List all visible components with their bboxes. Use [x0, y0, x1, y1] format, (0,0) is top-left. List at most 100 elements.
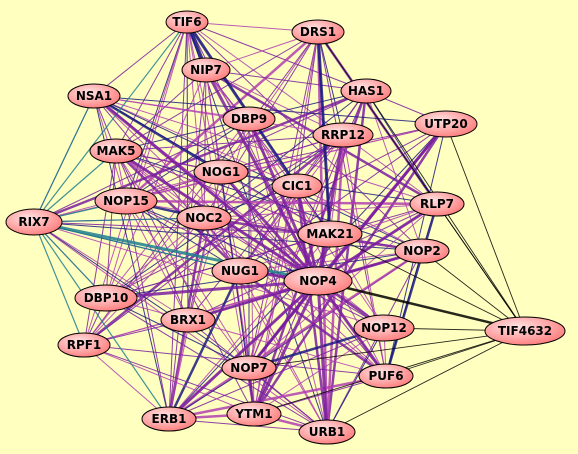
edge-hub-NOP4-YTM1 [252, 280, 320, 415]
node-nog1[interactable]: NOG1 [193, 159, 249, 185]
node-label: NSA1 [76, 89, 112, 103]
node-erb1[interactable]: ERB1 [141, 406, 197, 432]
edge-CIC1-DBP10 [105, 185, 298, 299]
node-nip7[interactable]: NIP7 [181, 57, 231, 83]
node-shape [176, 205, 232, 231]
node-label: NIP7 [190, 63, 222, 77]
node-rlp7[interactable]: RLP7 [409, 191, 465, 217]
edge-teal-RIX7-DBP10 [33, 221, 107, 299]
edge-RIX7-BRX1 [33, 221, 189, 321]
node-rrp12[interactable]: RRP12 [312, 122, 374, 148]
node-label: DRS1 [300, 25, 336, 39]
edge-CIC1-RPF1 [83, 185, 298, 346]
node-nsa1[interactable]: NSA1 [67, 83, 121, 109]
edge-NUG1-PUF6 [239, 269, 387, 378]
node-label: PUF6 [368, 369, 403, 383]
edge-NOP15-ERB1 [125, 200, 170, 420]
node-dbp10[interactable]: DBP10 [74, 284, 138, 312]
node-noc2[interactable]: NOC2 [176, 205, 232, 231]
edge-hub-TIF6-CIC1 [185, 21, 299, 187]
edge-NOP12-ERB1 [168, 327, 385, 420]
node-nop7[interactable]: NOP7 [221, 355, 277, 381]
edge-RIX7-NOP12 [33, 221, 385, 329]
node-brx1[interactable]: BRX1 [160, 307, 216, 333]
node-puf6[interactable]: PUF6 [358, 363, 414, 389]
node-shape [409, 191, 465, 217]
edge-hub-NOP4-URB1 [316, 280, 329, 433]
node-shape [74, 284, 138, 312]
edge-DBP10-URB1 [105, 297, 328, 433]
node-label: MAK21 [306, 227, 353, 241]
edge-teal-RIX7-NSA1 [33, 95, 95, 223]
edge-BRX1-ERB1 [168, 319, 189, 420]
edge-MAK5-DBP10 [105, 150, 117, 299]
edge-RPF1-URB1 [83, 344, 328, 433]
edge-NOP2-NUG1 [239, 250, 423, 272]
edge-UTP20-DBP10 [105, 123, 447, 299]
node-nop12[interactable]: NOP12 [353, 314, 415, 342]
edge-RRP12-RLP7 [342, 134, 438, 205]
node-mak5[interactable]: MAK5 [89, 138, 143, 164]
node-shape [353, 314, 415, 342]
edge-RPF1-ERB1 [83, 344, 170, 420]
node-rpf1[interactable]: RPF1 [57, 332, 111, 358]
node-label: DBP9 [231, 112, 267, 126]
node-has1[interactable]: HAS1 [340, 78, 392, 104]
node-label: RRP12 [321, 128, 365, 142]
node-cic1[interactable]: CIC1 [271, 173, 323, 199]
node-label: MAK5 [97, 144, 136, 158]
edge-NIP7-MAK21 [205, 69, 331, 235]
edge-NOP15-NOP7 [125, 200, 250, 369]
node-shape [67, 83, 121, 109]
edge-hub-NOP4-DBP10 [105, 279, 319, 300]
edge-tif4632-UTP20 [445, 123, 526, 332]
node-nop15[interactable]: NOP15 [94, 187, 158, 215]
edge-NOG1-RLP7 [220, 171, 438, 205]
edge-PUF6-ERB1 [168, 374, 387, 421]
node-shape [298, 419, 356, 445]
node-mak21[interactable]: MAK21 [297, 220, 363, 248]
node-urb1[interactable]: URB1 [298, 419, 356, 445]
edge-hub-NOP4-ERB1 [167, 279, 320, 421]
node-nop2[interactable]: NOP2 [394, 238, 450, 264]
edge-MAK5-NOP7 [115, 150, 250, 369]
node-shape [283, 266, 353, 296]
node-drs1[interactable]: DRS1 [291, 19, 345, 45]
node-nug1[interactable]: NUG1 [211, 257, 269, 285]
edge-NIP7-ERB1 [168, 69, 207, 420]
edge-TIF6-DBP10 [105, 21, 188, 299]
edge-DRS1-NOG1 [220, 31, 319, 173]
node-tif4632[interactable]: TIF4632 [484, 316, 566, 346]
edge-TIF6-NSA1 [93, 21, 188, 97]
edge-MAK5-NUG1 [115, 150, 241, 272]
node-shape [394, 238, 450, 264]
edge-hub-NOP4-RLP7 [317, 202, 438, 283]
edge-teal-RIX7-RPF1 [33, 221, 85, 346]
node-shape [226, 401, 282, 427]
node-shape [291, 19, 345, 45]
node-shape [141, 406, 197, 432]
node-dbp9[interactable]: DBP9 [222, 106, 276, 132]
edge-HAS1-RLP7 [365, 90, 438, 205]
node-ytm1[interactable]: YTM1 [226, 401, 282, 427]
edge-MAK5-RPF1 [83, 150, 117, 346]
node-tif6[interactable]: TIF6 [165, 10, 209, 34]
node-utp20[interactable]: UTP20 [414, 110, 478, 138]
edge-hub-NOP4-RRP12 [316, 134, 345, 282]
node-label: HAS1 [348, 84, 384, 98]
edge-teal-RIX7-NOP4 [33, 220, 319, 283]
node-label: UTP20 [424, 117, 467, 131]
node-label: NOP7 [230, 361, 267, 375]
node-label: NOP12 [361, 321, 407, 335]
node-nop4[interactable]: NOP4 [283, 266, 353, 296]
node-rix7[interactable]: RIX7 [5, 208, 63, 236]
edge-NSA1-RRP12 [93, 95, 344, 136]
node-shape [414, 110, 478, 138]
node-label: NOG1 [202, 165, 240, 179]
node-shape [312, 122, 374, 148]
node-label: CIC1 [282, 179, 312, 193]
node-shape [193, 159, 249, 185]
edge-NIP7-NOC2 [203, 69, 207, 219]
